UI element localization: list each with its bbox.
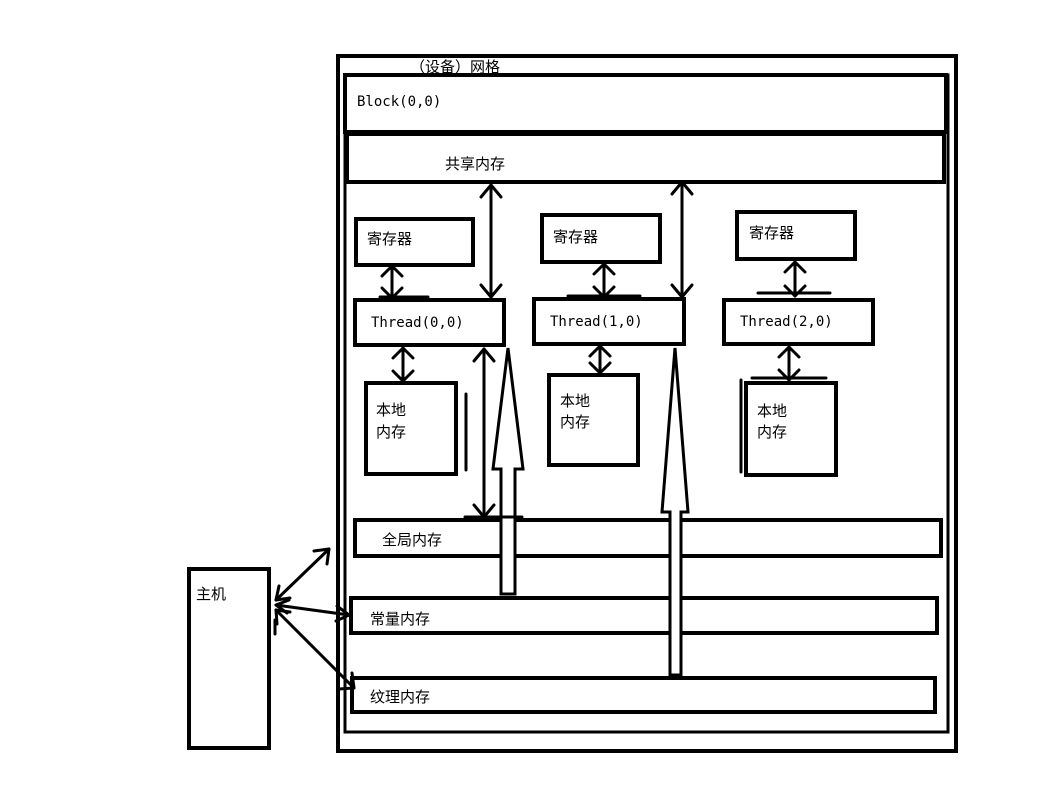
grid-title: （设备）网格 — [410, 58, 500, 76]
local-memory-box-0 — [364, 381, 458, 476]
local-memory-label-1b: 内存 — [560, 413, 590, 431]
local-memory-label-2a: 本地 — [757, 402, 787, 420]
register-box-2 — [735, 210, 857, 261]
sketch-marks — [273, 291, 832, 636]
shared-thread-arrow-1 — [670, 180, 694, 299]
local-memory-box-1 — [547, 373, 640, 467]
register-label-2: 寄存器 — [749, 224, 794, 242]
register-box-0 — [354, 217, 475, 267]
thread-box-1 — [532, 297, 686, 346]
host-label: 主机 — [196, 585, 226, 603]
thread-local-arrow-0 — [391, 346, 415, 383]
local-memory-label-0b: 内存 — [376, 423, 406, 441]
thread-local-arrow-2 — [777, 345, 801, 382]
constant-memory-label: 常量内存 — [370, 610, 430, 628]
register-label-1: 寄存器 — [553, 228, 598, 246]
texture-memory-box — [350, 676, 937, 714]
host-box — [187, 567, 271, 750]
constant-to-thread-arrow — [491, 347, 525, 596]
shared-memory-label: 共享内存 — [445, 155, 505, 173]
thread-label-0: Thread(0,0) — [371, 315, 464, 331]
global-memory-label: 全局内存 — [382, 531, 442, 549]
texture-memory-label: 纹理内存 — [370, 688, 430, 706]
constant-memory-box — [349, 596, 939, 635]
host-texture-arrow — [274, 608, 356, 691]
host-global-arrow — [274, 547, 331, 602]
texture-to-thread-arrow — [660, 347, 690, 677]
local-memory-label-2b: 内存 — [757, 423, 787, 441]
shared-thread-arrow-0 — [479, 183, 503, 299]
register-box-1 — [540, 213, 662, 264]
thread-label-2: Thread(2,0) — [740, 314, 833, 330]
local-memory-box-2 — [744, 381, 838, 477]
local-memory-label-0a: 本地 — [376, 401, 406, 419]
thread-box-2 — [722, 298, 875, 346]
shared-memory-box — [345, 132, 946, 184]
thread-box-0 — [353, 298, 506, 347]
block-title: Block(0,0) — [357, 94, 441, 110]
register-thread-arrow-2 — [783, 260, 807, 298]
register-label-0: 寄存器 — [367, 230, 412, 248]
block-header — [343, 73, 948, 134]
thread-local-arrow-1 — [588, 344, 612, 375]
global-memory-box — [353, 518, 943, 558]
local-memory-label-1a: 本地 — [560, 392, 590, 410]
thread-label-1: Thread(1,0) — [550, 314, 643, 330]
